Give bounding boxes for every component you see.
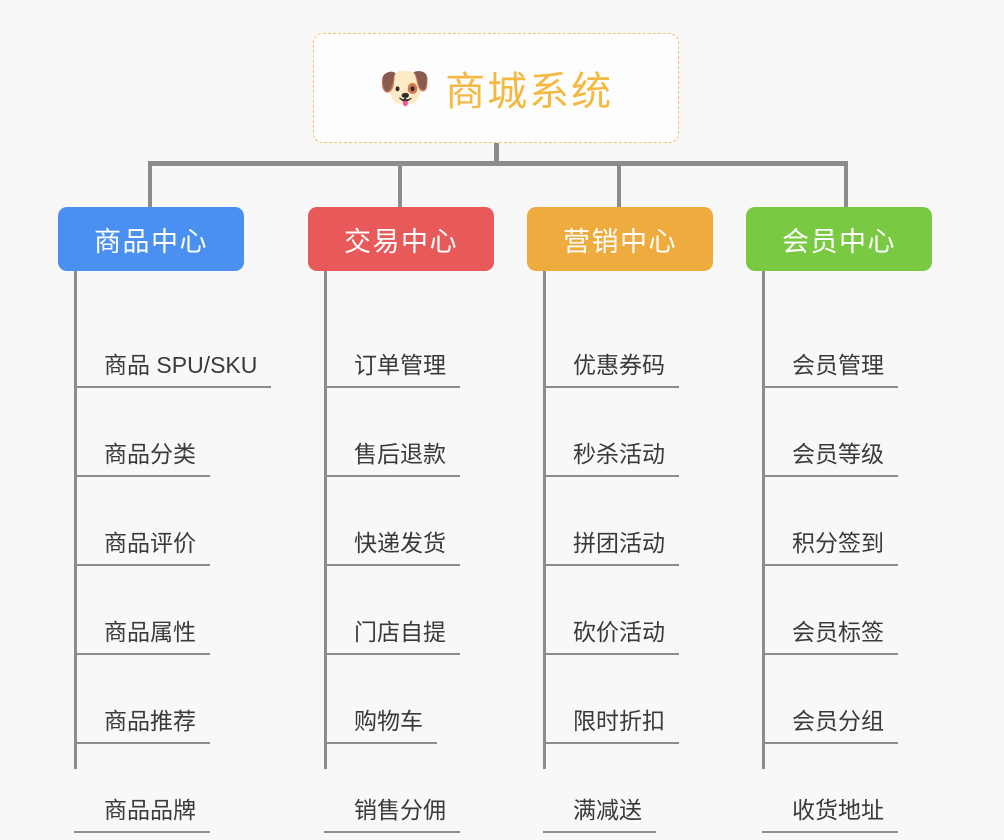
- branch-drop-connector-3: [617, 161, 621, 209]
- branch-header-3[interactable]: 营销中心: [527, 207, 713, 271]
- leaf-item[interactable]: 购物车: [308, 655, 494, 744]
- leaf-list-2: 订单管理 售后退款 快递发货 门店自提 购物车 销售分佣: [308, 271, 494, 833]
- leaf-item[interactable]: 收货地址: [746, 744, 932, 833]
- leaf-label: 商品推荐: [74, 710, 210, 744]
- branch-header-label-3: 营销中心: [563, 226, 677, 257]
- leaf-item[interactable]: 销售分佣: [308, 744, 494, 833]
- leaf-label: 销售分佣: [324, 799, 460, 833]
- leaf-item[interactable]: 会员等级: [746, 388, 932, 477]
- branch-header-label-2: 交易中心: [344, 226, 458, 257]
- leaf-label: 会员等级: [762, 443, 898, 477]
- branch-column-3: 营销中心 优惠券码 秒杀活动 拼团活动 砍价活动 限时折扣 满减送: [527, 207, 713, 833]
- dog-face-icon: 🐶: [378, 64, 432, 111]
- leaf-item[interactable]: 满减送: [527, 744, 713, 833]
- branch-drop-connector-2: [398, 161, 402, 209]
- leaf-item[interactable]: 售后退款: [308, 388, 494, 477]
- root-title: 商城系统: [445, 70, 614, 114]
- leaf-label: 门店自提: [324, 621, 460, 655]
- leaf-label: 会员管理: [762, 354, 898, 388]
- leaf-item[interactable]: 会员管理: [746, 299, 932, 388]
- leaf-item[interactable]: 拼团活动: [527, 477, 713, 566]
- leaf-item[interactable]: 优惠券码: [527, 299, 713, 388]
- branch-header-4[interactable]: 会员中心: [746, 207, 932, 271]
- root-stem-connector: [494, 143, 499, 165]
- leaf-item[interactable]: 商品推荐: [58, 655, 244, 744]
- leaf-label: 收货地址: [762, 799, 898, 833]
- leaf-item[interactable]: 会员分组: [746, 655, 932, 744]
- leaf-label: 商品 SPU/SKU: [74, 354, 272, 388]
- leaf-list-3: 优惠券码 秒杀活动 拼团活动 砍价活动 限时折扣 满减送: [527, 271, 713, 833]
- leaf-label: 限时折扣: [543, 710, 679, 744]
- leaf-label: 售后退款: [324, 443, 460, 477]
- branch-drop-connector-4: [844, 161, 848, 209]
- branch-header-1[interactable]: 商品中心: [58, 207, 244, 271]
- leaf-list-4: 会员管理 会员等级 积分签到 会员标签 会员分组 收货地址: [746, 271, 932, 833]
- leaf-label: 订单管理: [324, 354, 460, 388]
- leaf-label: 会员分组: [762, 710, 898, 744]
- branch-spine-1: [74, 271, 77, 769]
- leaf-label: 商品分类: [74, 443, 210, 477]
- branch-header-label-4: 会员中心: [782, 226, 896, 257]
- branch-header-2[interactable]: 交易中心: [308, 207, 494, 271]
- leaf-list-1: 商品 SPU/SKU 商品分类 商品评价 商品属性 商品推荐 商品品牌: [58, 271, 272, 833]
- leaf-label: 拼团活动: [543, 532, 679, 566]
- leaf-item[interactable]: 订单管理: [308, 299, 494, 388]
- branch-column-1: 商品中心 商品 SPU/SKU 商品分类 商品评价 商品属性 商品推荐 商品品牌: [58, 207, 272, 833]
- leaf-item[interactable]: 商品 SPU/SKU: [58, 299, 272, 388]
- branch-spine-4: [762, 271, 765, 769]
- leaf-label: 购物车: [324, 710, 437, 744]
- leaf-label: 秒杀活动: [543, 443, 679, 477]
- horizontal-bus-connector: [148, 161, 848, 166]
- branch-spine-3: [543, 271, 546, 769]
- leaf-item[interactable]: 门店自提: [308, 566, 494, 655]
- leaf-item[interactable]: 砍价活动: [527, 566, 713, 655]
- leaf-item[interactable]: 秒杀活动: [527, 388, 713, 477]
- leaf-label: 快递发货: [324, 532, 460, 566]
- leaf-item[interactable]: 会员标签: [746, 566, 932, 655]
- branch-drop-connector-1: [148, 161, 152, 209]
- leaf-item[interactable]: 商品属性: [58, 566, 244, 655]
- leaf-item[interactable]: 商品分类: [58, 388, 244, 477]
- leaf-label: 会员标签: [762, 621, 898, 655]
- leaf-label: 商品属性: [74, 621, 210, 655]
- leaf-label: 商品评价: [74, 532, 210, 566]
- branch-column-2: 交易中心 订单管理 售后退款 快递发货 门店自提 购物车 销售分佣: [308, 207, 494, 833]
- leaf-item[interactable]: 积分签到: [746, 477, 932, 566]
- root-node[interactable]: 🐶 商城系统: [313, 33, 679, 143]
- leaf-label: 积分签到: [762, 532, 898, 566]
- leaf-item[interactable]: 商品品牌: [58, 744, 244, 833]
- branch-spine-2: [324, 271, 327, 769]
- leaf-item[interactable]: 快递发货: [308, 477, 494, 566]
- branch-header-label-1: 商品中心: [94, 226, 208, 257]
- leaf-label: 优惠券码: [543, 354, 679, 388]
- leaf-item[interactable]: 限时折扣: [527, 655, 713, 744]
- leaf-label: 满减送: [543, 799, 656, 833]
- leaf-label: 商品品牌: [74, 799, 210, 833]
- leaf-label: 砍价活动: [543, 621, 679, 655]
- branch-column-4: 会员中心 会员管理 会员等级 积分签到 会员标签 会员分组 收货地址: [746, 207, 932, 833]
- leaf-item[interactable]: 商品评价: [58, 477, 244, 566]
